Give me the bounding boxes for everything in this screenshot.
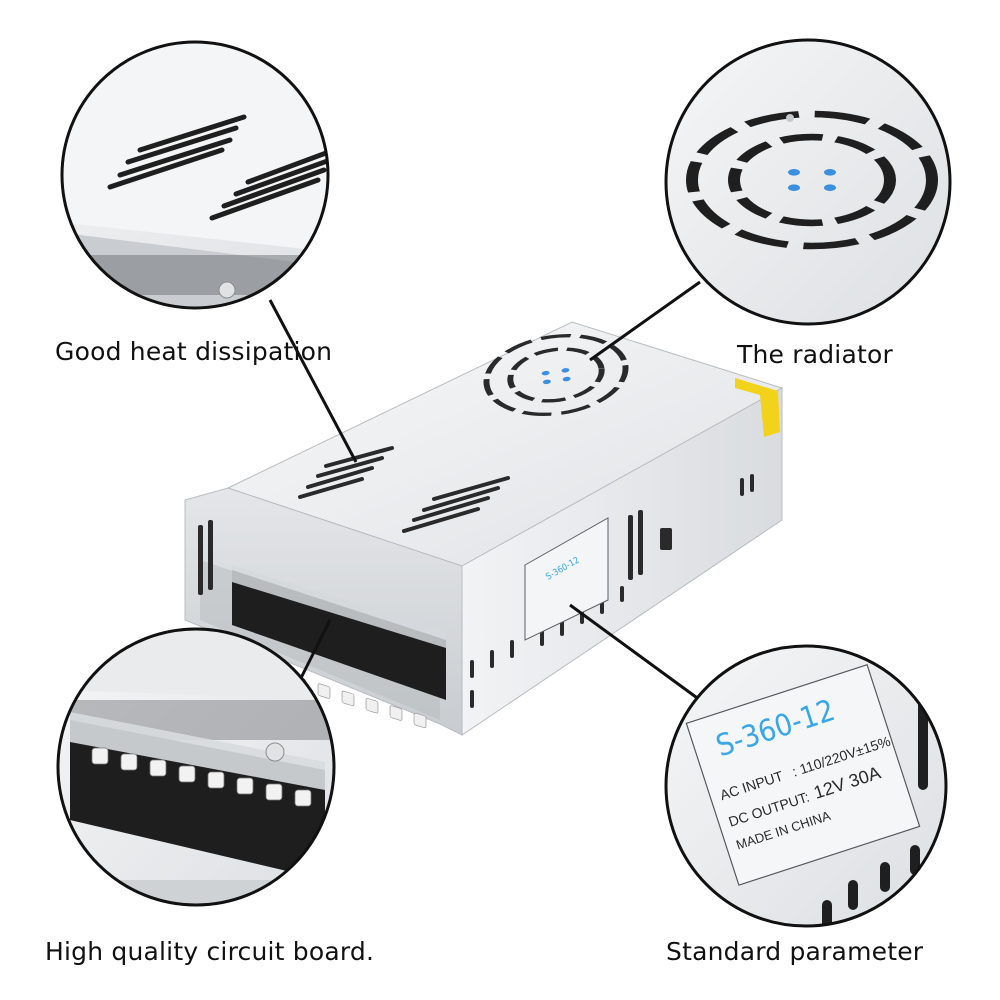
caption-circuit-board: High quality circuit board.: [45, 937, 375, 966]
callout-lines: [268, 280, 701, 702]
top-vent-slots: [298, 446, 510, 533]
caption-radiator: The radiator: [737, 340, 893, 369]
zoom-parameter-label: S-360-12 AC INPUT : 110/220V±15% DC OUTP…: [664, 644, 948, 928]
spec-label-small: S-360-12: [524, 517, 609, 641]
fan-grille-zoom: [686, 110, 938, 250]
zoom-heat-dissipation: [60, 40, 330, 310]
zoom-circuit-board: [56, 627, 336, 907]
warranty-sticker: [735, 378, 780, 437]
power-supply-unit: S-360-12: [184, 321, 784, 736]
zoom-radiator: [664, 38, 952, 326]
caption-heat-dissipation: Good heat dissipation: [55, 337, 333, 366]
caption-standard-parameter: Standard parameter: [666, 937, 924, 966]
